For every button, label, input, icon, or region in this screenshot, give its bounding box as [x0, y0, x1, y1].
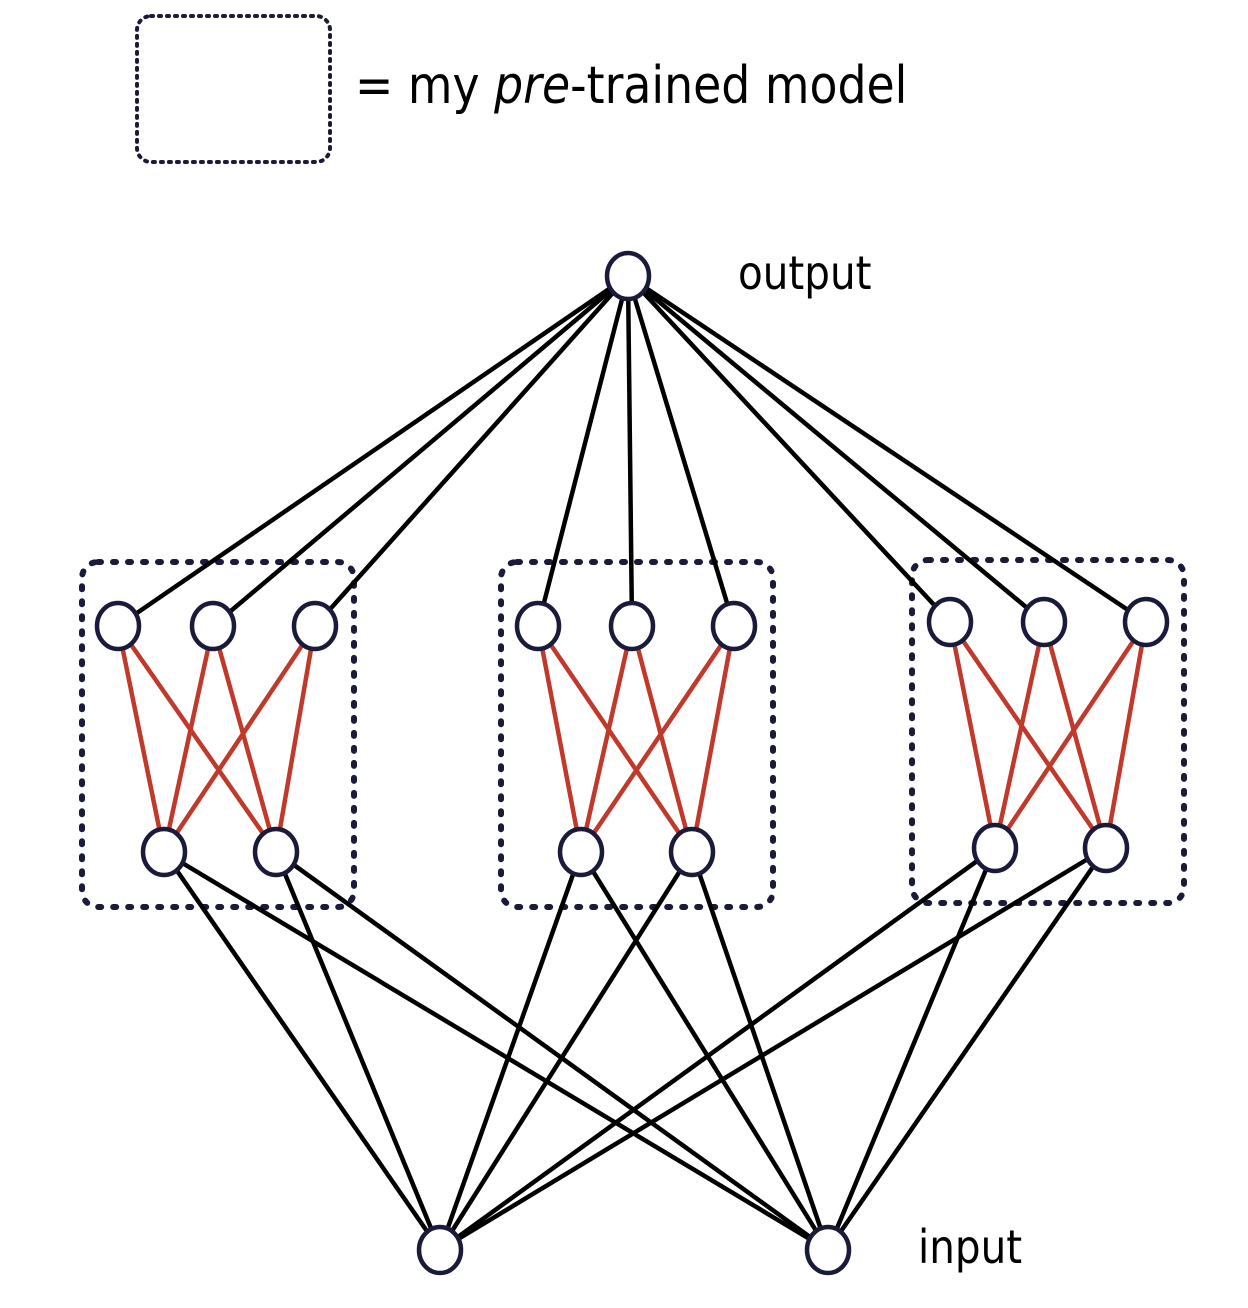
- input-edge: [437, 849, 695, 1253]
- input-node: [416, 1224, 464, 1276]
- inner-edge: [535, 623, 695, 855]
- inner-edge: [1103, 619, 1149, 851]
- bottom-hidden-node: [140, 826, 188, 878]
- bottom-hidden-node: [668, 826, 716, 878]
- pretrained-model-box-left: [79, 559, 357, 910]
- inner-edge: [629, 623, 695, 855]
- inner-edge: [535, 623, 584, 855]
- top-hidden-node: [514, 600, 562, 652]
- inner-edge: [161, 623, 318, 855]
- top-hidden-node: [94, 600, 142, 652]
- legend-box: [135, 14, 332, 164]
- inner-edge: [1041, 619, 1109, 851]
- input-edge: [825, 845, 998, 1253]
- bottom-hidden-node: [971, 822, 1019, 874]
- output-edge: [115, 273, 631, 629]
- input-edge: [273, 849, 443, 1253]
- output-edge: [312, 273, 631, 629]
- inner-edge: [273, 623, 318, 855]
- input-edge: [437, 849, 584, 1253]
- inner-edge: [578, 623, 737, 855]
- input-edge: [161, 849, 831, 1253]
- inner-edge: [992, 619, 1149, 851]
- bottom-hidden-node: [1082, 822, 1130, 874]
- inner-edge: [947, 619, 1109, 851]
- input-node: [804, 1224, 852, 1276]
- top-hidden-node: [1122, 596, 1170, 648]
- input-edge: [437, 845, 1109, 1253]
- input-edge: [578, 849, 831, 1253]
- top-hidden-node: [926, 596, 974, 648]
- output-node: [604, 250, 652, 302]
- top-hidden-node: [291, 600, 339, 652]
- input-edge: [689, 849, 831, 1253]
- inner-edge: [947, 619, 998, 851]
- top-hidden-node: [710, 600, 758, 652]
- output-edge: [625, 273, 1149, 625]
- input-edge: [437, 845, 998, 1253]
- output-edge: [210, 273, 631, 629]
- input-edge: [825, 845, 1109, 1253]
- inner-edge: [210, 623, 279, 855]
- bottom-hidden-node: [557, 826, 605, 878]
- output-edge: [625, 273, 1047, 625]
- legend-caption: = my pre-trained model: [355, 56, 908, 116]
- output-edge: [625, 273, 953, 625]
- top-hidden-node: [608, 600, 656, 652]
- output-label: output: [738, 246, 872, 300]
- inner-edge: [161, 623, 216, 855]
- bottom-hidden-node: [252, 826, 300, 878]
- output-edge: [625, 273, 737, 629]
- input-edge: [161, 849, 443, 1253]
- top-hidden-node: [189, 600, 237, 652]
- top-hidden-node: [1020, 596, 1068, 648]
- input-edge: [273, 849, 831, 1253]
- output-edge: [535, 273, 631, 629]
- pretrained-model-box-middle: [498, 559, 776, 910]
- inner-edge: [115, 623, 279, 855]
- pretrained-model-box-right: [909, 557, 1187, 906]
- inner-edge: [578, 623, 635, 855]
- inner-edge: [992, 619, 1047, 851]
- inner-edge: [115, 623, 167, 855]
- inner-edge: [689, 623, 737, 855]
- input-label: input: [918, 1220, 1023, 1274]
- output-edge: [625, 273, 635, 629]
